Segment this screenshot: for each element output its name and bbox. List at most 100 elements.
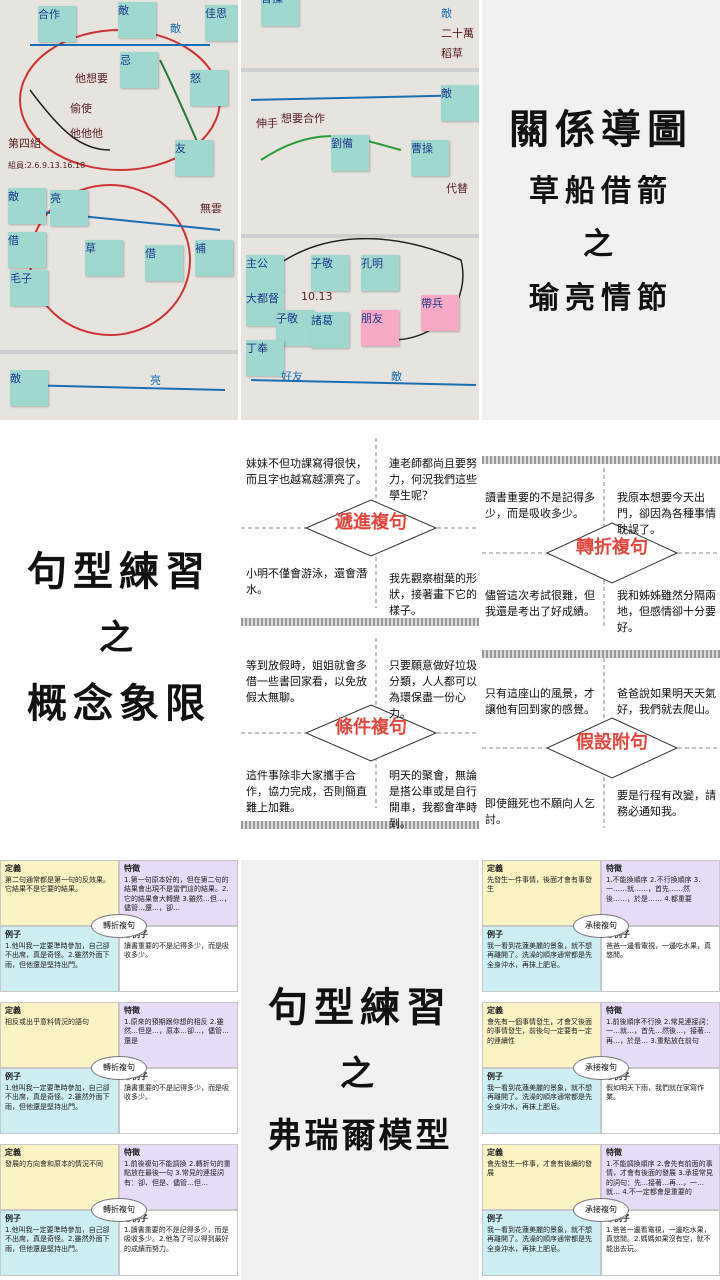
sticky-note: 劉備 xyxy=(331,135,369,171)
handwriting: 代替 xyxy=(446,182,468,195)
title-card-concept-quadrant: 句型練習 之 概念象限 xyxy=(0,428,238,848)
frayer-examples: 例子我一看到花蓮美麗的景象，就不想再離開了。洗澡的順序通常都是先全身沖水，再抹上… xyxy=(482,1068,601,1134)
frayer-quadrant-text: 會先發生一件事，才會有後續的發展 xyxy=(487,1160,592,1178)
sticky-note: 借 xyxy=(145,245,183,281)
title-line: 之 xyxy=(99,617,139,658)
sticky-note: 敵 xyxy=(441,85,479,121)
sticky-note: 帶兵 xyxy=(421,295,459,331)
frayer-quadrant-heading: 定義 xyxy=(5,1148,21,1157)
sticky-note: 孔明 xyxy=(361,255,399,291)
frayer-quadrant-heading: 定義 xyxy=(487,864,503,873)
frayer-non-examples: 非例子讀書重要的不是記得多少，而是吸收多少。 xyxy=(119,1068,238,1134)
divider-stripe xyxy=(241,821,479,829)
example-sentence: 我和姊姊雖然分隔兩地，但感情卻十分要好。 xyxy=(617,589,716,634)
sticky-note: 主公 xyxy=(246,255,284,291)
frayer-quadrant-text: 假如明天下雨，我們就在家寫作業。 xyxy=(606,1084,704,1102)
handwriting: 敵 xyxy=(441,7,452,20)
title-line: 句型練習 xyxy=(268,984,452,1031)
frayer-definition: 定義發展的方向會和原本的情況不同 xyxy=(0,1144,119,1210)
frayer-quadrant-heading: 例子 xyxy=(5,930,21,939)
quadrant-center-label: 假設附句 xyxy=(576,732,648,753)
frayer-definition: 定義第二句通常都是第一句的反效果。它結果不是它要的結果。 xyxy=(0,860,119,926)
frayer-definition: 定義會先有一個事情發生，才會又後面的事情發生，前後句一定要有一定的連續性 xyxy=(482,1002,601,1068)
handwriting: 二十萬 xyxy=(441,27,474,40)
frayer-quadrant-heading: 例子 xyxy=(5,1072,21,1081)
quadrant-center-label: 轉折複句 xyxy=(576,537,648,558)
title-line: 句型練習 xyxy=(27,548,211,595)
frayer-center-term: 承接複句 xyxy=(573,1056,629,1080)
sticky-note: 合作 xyxy=(38,6,76,42)
sticky-note: 借 xyxy=(8,232,46,268)
concept-quadrant-worksheet-2: 讀書重要的不是記得多少，而是吸收多少。 我原本想要今天出門，卻因為各種事情耽誤了… xyxy=(482,428,720,848)
frayer-center-term: 承接複句 xyxy=(573,914,629,938)
handwriting: 伸手 xyxy=(256,117,278,130)
quadrant-center-label: 條件複句 xyxy=(335,717,407,738)
frayer-quadrant-text: 會先有一個事情發生，才會又後面的事情發生，前後句一定要有一定的連續性 xyxy=(487,1018,592,1045)
frayer-quadrant-heading: 例子 xyxy=(5,1214,21,1223)
frayer-quadrant-text: 1.不能調換順序 2.會先有前面的事情，才會有後面的發展 3.承接常見的詞句：先… xyxy=(606,1160,713,1196)
frayer-quadrant-text: 我一看到花蓮美麗的景象，就不想再離開了。洗澡的順序通常都是先全身沖水，再抹上肥皂… xyxy=(487,942,592,969)
example-sentence: 這件事除非大家攜手合作，協力完成，否則簡直難上加難。 xyxy=(246,769,367,814)
quadrant-axes xyxy=(241,438,479,808)
title-line: 關係導圖 xyxy=(509,106,693,153)
sticky-note: 曹操 xyxy=(261,0,299,26)
handwriting: 10.13 xyxy=(301,290,333,303)
frayer-center-term: 轉折複句 xyxy=(91,914,147,938)
frayer-quadrant-heading: 定義 xyxy=(487,1006,503,1015)
frayer-quadrant-text: 第二句通常都是第一句的反效果。它結果不是它要的結果。 xyxy=(5,876,110,894)
frayer-quadrant-heading: 定義 xyxy=(5,864,21,873)
frayer-quadrant-heading: 特徵 xyxy=(124,1006,140,1015)
example-sentence: 連老師都尚且要努力，何況我們這些學生呢？ xyxy=(389,457,477,502)
example-sentence: 只有這座山的風景，才讓他有回到家的感覺。 xyxy=(485,687,595,716)
title-line: 瑜亮情節 xyxy=(529,280,673,316)
frayer-non-examples: 非例子假如明天下雨，我們就在家寫作業。 xyxy=(601,1068,720,1134)
handwriting: 想要合作 xyxy=(281,112,325,125)
sticky-note: 亮 xyxy=(50,190,88,226)
sticky-note: 敵 xyxy=(118,2,156,38)
example-sentence: 讀書重要的不是記得多少，而是吸收多少。 xyxy=(485,491,595,520)
example-sentence: 爸爸說如果明天天氣好，我們就去爬山。 xyxy=(617,687,716,716)
frayer-quadrant-text: 1.前後順序不行換 2.常見連接詞：一…就…，首先…然後…，接著…再…，於是… … xyxy=(606,1018,713,1045)
frayer-quadrant-heading: 例子 xyxy=(487,1072,503,1081)
sticky-note: 敵 xyxy=(10,370,48,406)
example-sentence: 小明不僅會游泳，還會潛水。 xyxy=(246,567,367,596)
frayer-quadrant-text: 爸爸一邊看電視，一邊吃水果，真悠閒。 xyxy=(606,942,711,960)
frayer-quadrant-heading: 特徵 xyxy=(606,864,622,873)
handwriting: 他他他 xyxy=(70,127,103,140)
sticky-note: 忌 xyxy=(120,52,158,88)
example-sentence: 妹妹不但功課寫得很快，而且字也越寫越漂亮了。 xyxy=(246,457,367,486)
frayer-center-term: 承接複句 xyxy=(573,1198,629,1222)
example-sentence: 只要願意做好垃圾分類，人人都可以為環保盡一份心力。 xyxy=(389,659,477,720)
example-sentence: 明天的聚會，無論是搭公車或是自行開車，我都會準時到。 xyxy=(389,769,477,830)
frayer-center-term: 轉折複句 xyxy=(91,1056,147,1080)
frayer-non-examples: 非例子讀書重要的不是記得多少，而是吸收多少。 xyxy=(119,926,238,992)
frayer-quadrant-text: 我一看到花蓮美麗的景象，就不想再離開了。洗澡的順序通常都是先全身沖水，再抹上肥皂… xyxy=(487,1226,592,1253)
example-sentence: 儘管這次考試很難，但我還是考出了好成績。 xyxy=(485,589,595,618)
frayer-quadrant-text: 1.他叫我一定要準時參加，自己卻不出席，真是奇怪。2.雖然外面下雨，但他還是堅持… xyxy=(5,942,110,969)
handwriting: 組員:2.6.9.13.16.18 xyxy=(8,161,86,170)
whiteboard-1-lines xyxy=(0,29,238,391)
frayer-examples: 例子 1.他叫我一定要準時參加，自己卻不出席，真是奇怪。2.雖然外面下雨，但他還是… xyxy=(0,926,119,992)
frayer-quadrant-text: 讀書重要的不是記得多少，而是吸收多少。 xyxy=(124,1084,229,1102)
example-sentence: 即使餓死也不願向人乞討。 xyxy=(485,797,595,826)
frayer-quadrant-heading: 定義 xyxy=(5,1006,21,1015)
frayer-quadrant-text: 我一看到花蓮美麗的景象，就不想再離開了。洗澡的順序通常都是先全身沖水，再抹上肥皂… xyxy=(487,1084,592,1111)
quadrant-axes xyxy=(482,468,720,828)
quadrant-center-label: 遞進複句 xyxy=(335,512,407,533)
title-card-frayer-model: 句型練習 之 弗瑞爾模型 xyxy=(241,860,479,1280)
frayer-quadrant-text: 1.前後複句不能調換 2.轉折句的重點放在最後一句 3.常見的連接詞有：卻、但是… xyxy=(124,1160,231,1187)
frayer-definition: 定義相反或出乎意料情況的語句 xyxy=(0,1002,119,1068)
frayer-definition: 定義會先發生一件事，才會有後續的發展 xyxy=(482,1144,601,1210)
frayer-quadrant-text: 相反或出乎意料情況的語句 xyxy=(5,1018,89,1027)
frayer-quadrant-text: 1.讀書重要的不是記得多少，而是吸收多少。2.他為了可以得到最好的成績而努力。 xyxy=(124,1226,229,1253)
frayer-quadrant-text: 1.第一句原本好的，但在第二句的結果會出現不是當們這的結果。2.它的結果會大轉變… xyxy=(124,876,231,912)
